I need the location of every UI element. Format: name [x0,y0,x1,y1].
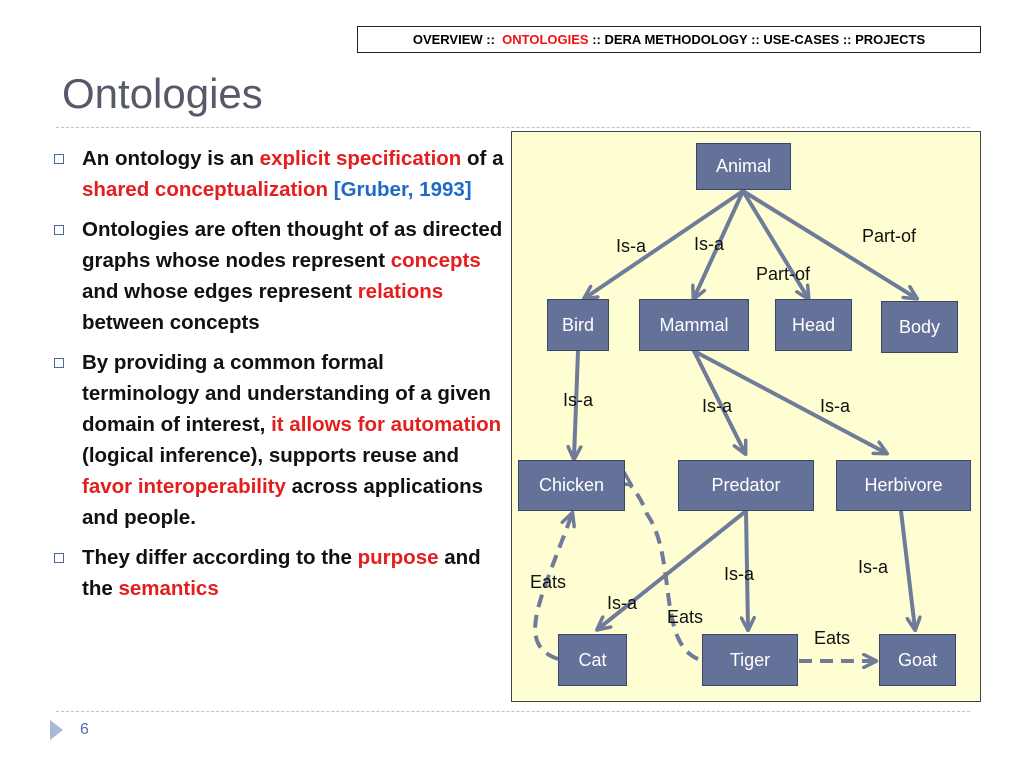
nav-suffix: :: DERA METHODOLOGY :: USE-CASES :: PROJ… [588,32,926,47]
node-body: Body [881,301,958,353]
label-mammal-predator: Is-a [702,396,733,416]
nav-prefix: OVERVIEW :: [412,32,503,47]
label-animal-head: Part-of [756,264,811,284]
edge-animal-bird [585,189,745,298]
label-tiger-eats-goat: Eats [814,628,851,648]
node-chicken: Chicken [518,460,625,511]
node-goat: Goat [879,634,956,686]
play-arrow-icon [50,720,63,740]
node-head: Head [775,299,852,351]
label-herbivore-goat: Is-a [858,557,889,577]
edge-predator-cat [598,509,748,629]
bullet-text: By providing a common formal terminology… [82,351,491,436]
bullet-text: They differ according to the [82,546,358,569]
label-animal-bird: Is-a [616,236,647,256]
section-nav: OVERVIEW :: ONTOLOGIES :: DERA METHODOLO… [357,26,981,53]
label-predator-cat: Is-a [607,593,638,613]
edge-herbivore-goat [899,509,915,629]
bullet-list: An ontology is an explicit specification… [54,143,504,613]
bullet-text: (logical inference), supports reuse and [82,444,460,467]
node-mammal: Mammal [639,299,749,351]
node-tiger: Tiger [702,634,798,686]
label-bird-chicken: Is-a [563,390,594,410]
highlight-text: purpose [357,546,439,569]
footer-divider [56,711,970,712]
edge-tiger-eats-chicken [630,484,699,661]
bullet-text: of a [461,147,504,170]
bullet-text: between concepts [82,311,260,334]
label-mammal-herbivore: Is-a [820,396,851,416]
node-predator: Predator [678,460,814,511]
highlight-text: it allows for automation [271,413,502,436]
label-cat-eats-chicken: Eats [530,572,567,592]
edge-bird-chicken [574,349,578,458]
square-bullet-icon [54,358,64,368]
highlight-text: semantics [118,577,219,600]
slide-title: Ontologies [62,70,263,117]
bullet-text: An ontology is an [82,147,260,170]
diagram-edges [533,189,982,703]
highlight-text: concepts [390,249,481,272]
edge-cat-eats-chicken [533,514,572,661]
nav-item-active: ONTOLOGIES [502,32,589,47]
highlight-text: favor interoperability [82,475,286,498]
edge-mammal-herbivore [692,349,886,453]
bullet-item: Ontologies are often thought of as direc… [54,214,504,338]
square-bullet-icon [54,154,64,164]
square-bullet-icon [54,225,64,235]
highlight-text: relations [357,280,444,303]
node-cat: Cat [558,634,627,686]
square-bullet-icon [54,553,64,563]
bullet-item: An ontology is an explicit specification… [54,143,504,205]
highlight-text: shared conceptualization [82,178,329,201]
label-animal-body: Part-of [862,226,917,246]
node-animal: Animal [696,143,791,190]
bullet-item: By providing a common formal terminology… [54,347,504,533]
bullet-text: across applications and people. [82,475,484,529]
page-number: 6 [80,721,89,738]
edge-animal-head [741,189,808,298]
bullet-text: Ontologies are often thought of as direc… [82,218,503,272]
highlight-text: explicit specification [259,147,462,170]
label-animal-mammal: Is-a [694,234,725,254]
label-tiger-eats-chicken: Eats [667,607,704,627]
bullet-item: They differ according to the purpose and… [54,542,504,604]
edge-mammal-predator [692,349,745,453]
bullet-text: and the [82,546,481,600]
citation-text: [Gruber, 1993] [333,178,472,201]
node-herbivore: Herbivore [836,460,971,511]
ontology-diagram: Animal Bird Mammal Head Body Chicken Pre… [511,131,981,702]
title-divider [56,127,970,128]
edge-animal-mammal [694,189,745,298]
edge-animal-body [741,189,916,298]
bullet-text: and whose edges represent [82,280,358,303]
node-bird: Bird [547,299,609,351]
label-predator-tiger: Is-a [724,564,755,584]
edge-predator-tiger [746,509,748,629]
